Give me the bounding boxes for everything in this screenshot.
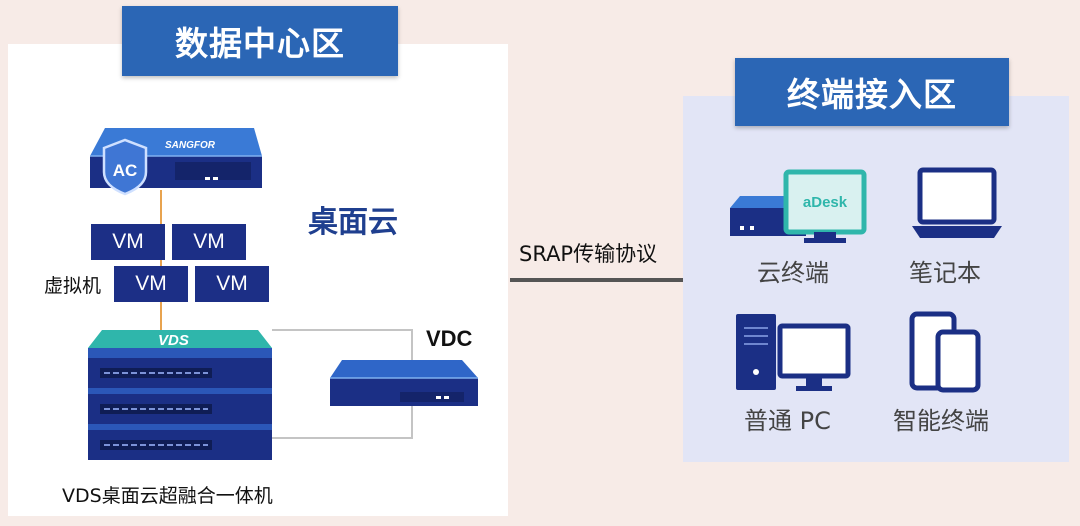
cloud-terminal-device bbox=[730, 169, 867, 243]
vm-box: VM bbox=[195, 266, 269, 302]
datacenter-zone-title: 数据中心区 bbox=[122, 6, 398, 76]
desktop-pc-icon bbox=[736, 314, 851, 391]
laptop-label: 笔记本 bbox=[909, 259, 981, 287]
vm-label: 虚拟机 bbox=[44, 275, 102, 297]
vm-box: VM bbox=[91, 224, 165, 260]
connector-vds-vdc-bottom bbox=[272, 404, 413, 439]
monitor-icon bbox=[783, 169, 867, 243]
desktop-cloud-label: 桌面云 bbox=[308, 205, 398, 240]
terminal-zone-title: 终端接入区 bbox=[735, 58, 1009, 126]
vm-box: VM bbox=[114, 266, 188, 302]
vm-box: VM bbox=[172, 224, 246, 260]
ac-label: AC bbox=[113, 161, 138, 180]
ac-device bbox=[90, 128, 262, 196]
vds-brand: VDS bbox=[158, 332, 189, 349]
pc-label: 普通 PC bbox=[744, 407, 831, 435]
smart-device-icon bbox=[909, 311, 981, 393]
adesk-screen-text: aDesk bbox=[803, 194, 848, 211]
vdc-label: VDC bbox=[426, 326, 473, 351]
vds-server-stack bbox=[88, 330, 272, 460]
protocol-label: SRAP传输协议 bbox=[519, 242, 658, 266]
smart-terminal-label: 智能终端 bbox=[893, 407, 989, 435]
terminal-panel bbox=[683, 96, 1069, 462]
vdc-device bbox=[330, 360, 478, 406]
laptop-icon bbox=[912, 167, 1002, 238]
cloud-terminal-label: 云终端 bbox=[757, 259, 829, 287]
shield-icon bbox=[102, 138, 148, 196]
connector-vds-vdc-top bbox=[272, 329, 413, 362]
vds-label: VDS桌面云超融合一体机 bbox=[62, 485, 273, 507]
ac-brand: SANGFOR bbox=[165, 140, 216, 151]
